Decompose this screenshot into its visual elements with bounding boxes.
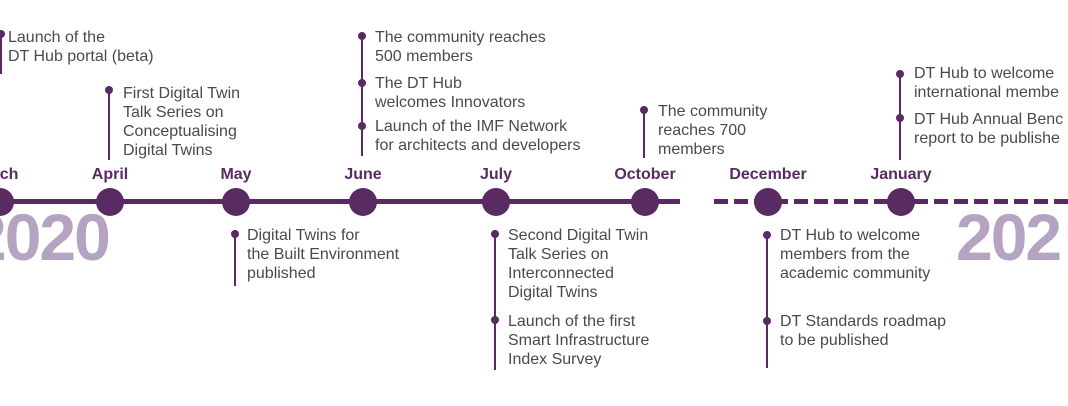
connector-july xyxy=(494,230,496,370)
event-june-500-members: The community reaches 500 members xyxy=(375,29,546,65)
month-label-july: July xyxy=(479,166,513,183)
month-label-october: October xyxy=(614,166,676,183)
month-label-april: April xyxy=(91,166,129,183)
event-dot-january-1 xyxy=(896,70,904,78)
month-label-march: rch xyxy=(0,166,19,183)
event-january-annual-report: DT Hub Annual Benc report to be publishe xyxy=(914,111,1064,147)
event-dot-june-1 xyxy=(358,32,366,40)
event-dot-april-1 xyxy=(105,86,113,94)
milestone-node-april xyxy=(96,188,124,216)
milestone-node-march xyxy=(0,188,14,216)
milestone-node-july xyxy=(482,188,510,216)
month-label-june: June xyxy=(344,166,382,183)
event-july-talk-series: Second Digital Twin Talk Series on Inter… xyxy=(508,227,649,301)
event-june-imf-network: Launch of the IMF Network for architects… xyxy=(375,118,581,154)
event-dot-october-1 xyxy=(640,106,648,114)
connector-april xyxy=(108,88,110,160)
event-january-international: DT Hub to welcome international membe xyxy=(914,65,1059,101)
event-dot-january-2 xyxy=(896,114,904,122)
connector-october xyxy=(643,108,645,158)
event-march-portal-launch: Launch of the DT Hub portal (beta) xyxy=(8,29,154,65)
milestone-node-june xyxy=(349,188,377,216)
event-october-700-members: The community reaches 700 members xyxy=(658,103,768,158)
event-december-academic: DT Hub to welcome members from the acade… xyxy=(780,227,931,282)
event-july-survey: Launch of the first Smart Infrastructure… xyxy=(508,313,650,368)
event-dot-may-1 xyxy=(231,230,239,238)
event-april-talk-series: First Digital Twin Talk Series on Concep… xyxy=(123,85,241,159)
event-dot-june-3 xyxy=(358,122,366,130)
milestone-node-january xyxy=(887,188,915,216)
event-december-standards-roadmap: DT Standards roadmap to be published xyxy=(780,313,947,349)
event-dot-july-2 xyxy=(491,316,499,324)
event-june-innovators: The DT Hub welcomes Innovators xyxy=(375,75,526,111)
connector-march xyxy=(0,32,2,74)
event-dot-december-2 xyxy=(763,317,771,325)
month-label-january: January xyxy=(870,166,932,183)
connector-june xyxy=(361,34,363,156)
connector-december xyxy=(766,232,768,368)
milestone-node-october xyxy=(631,188,659,216)
event-dot-june-2 xyxy=(358,79,366,87)
month-label-december: December xyxy=(729,166,807,183)
month-label-may: May xyxy=(220,166,252,183)
event-dot-march-1 xyxy=(0,30,5,38)
event-may-publication: Digital Twins for the Built Environment … xyxy=(247,227,400,282)
event-dot-december-1 xyxy=(763,231,771,239)
event-dot-july-1 xyxy=(491,230,499,238)
milestone-node-december xyxy=(754,188,782,216)
year-label-2021: 202 xyxy=(956,200,1062,274)
connector-may xyxy=(234,230,236,286)
milestone-node-may xyxy=(222,188,250,216)
timeline-axis-solid xyxy=(0,199,680,204)
